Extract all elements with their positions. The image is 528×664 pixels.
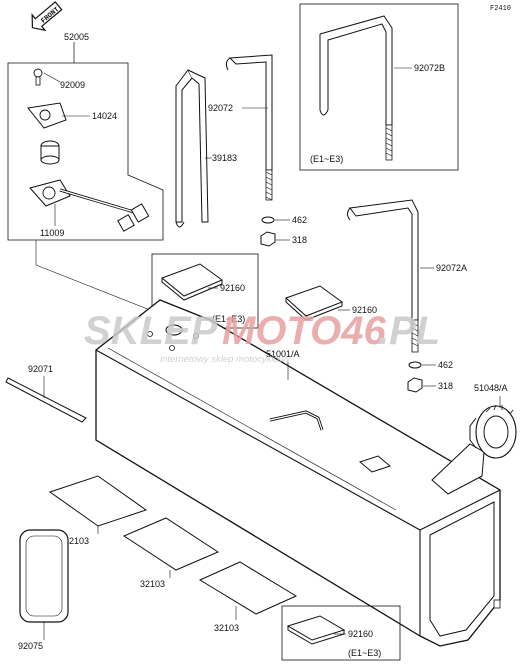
note-e1e3-a: (E1~E3) <box>212 314 245 324</box>
label-32103-c: 32103 <box>214 623 239 633</box>
fuel-cap-51048a <box>469 396 517 459</box>
pad-32103-c <box>198 561 298 620</box>
label-14024: 14024 <box>92 111 117 121</box>
label-92009: 92009 <box>60 80 85 90</box>
fuel-cock-assembly <box>7 42 164 311</box>
watermark-brand-moto46: MOTO46 <box>222 309 387 353</box>
strip-92071 <box>5 376 87 423</box>
pad-92160-box-a <box>151 253 259 329</box>
label-92072: 92072 <box>208 103 233 113</box>
label-92160-b: 92160 <box>352 305 377 315</box>
watermark-brand-pl: .PL <box>378 309 440 353</box>
bracket-39183 <box>175 69 212 228</box>
pad-92075 <box>19 529 69 640</box>
label-52005: 52005 <box>64 32 89 42</box>
strap-92072b-box <box>299 3 459 171</box>
watermark: SKLEP MOTO46 .PL internetowy sklep motoc… <box>84 309 440 365</box>
label-92160-a: 92160 <box>220 283 245 293</box>
label-462-upper: 462 <box>292 215 307 225</box>
note-e1e3-c: (E1~E3) <box>348 648 381 658</box>
front-arrow-icon: FRONT <box>31 1 63 32</box>
label-51001a: 51001/A <box>266 349 300 359</box>
pad-32103-a <box>48 475 148 534</box>
label-11009: 11009 <box>40 228 64 238</box>
diagram-code: F2410 <box>490 5 511 13</box>
pad-92160-b <box>285 285 350 321</box>
label-92075: 92075 <box>18 641 43 651</box>
label-92071: 92071 <box>28 364 53 374</box>
label-92160-c: 92160 <box>348 629 373 639</box>
label-39183: 39183 <box>212 153 237 163</box>
label-51048a: 51048/A <box>474 383 508 393</box>
pad-92160-box-c <box>281 605 401 661</box>
fuel-tank-51001a <box>95 299 501 647</box>
strap-92072a <box>347 199 434 353</box>
washer-nut-lower <box>407 361 436 393</box>
watermark-brand-sklep: SKLEP <box>84 309 218 353</box>
label-318-lower: 318 <box>438 381 453 391</box>
label-92072b: 92072B <box>414 63 445 73</box>
label-318-upper: 318 <box>292 235 307 245</box>
note-e1e3-b: (E1~E3) <box>310 154 343 164</box>
pad-32103-b <box>122 517 220 578</box>
label-32103-b: 32103 <box>140 579 165 589</box>
label-92072a: 92072A <box>436 263 467 273</box>
strap-92072 <box>225 54 273 201</box>
watermark-tagline: internetowy sklep motocyklowy <box>160 354 292 365</box>
washer-nut-upper <box>260 216 290 247</box>
label-32103-a: 32103 <box>64 536 89 546</box>
label-462-lower: 462 <box>438 360 453 370</box>
